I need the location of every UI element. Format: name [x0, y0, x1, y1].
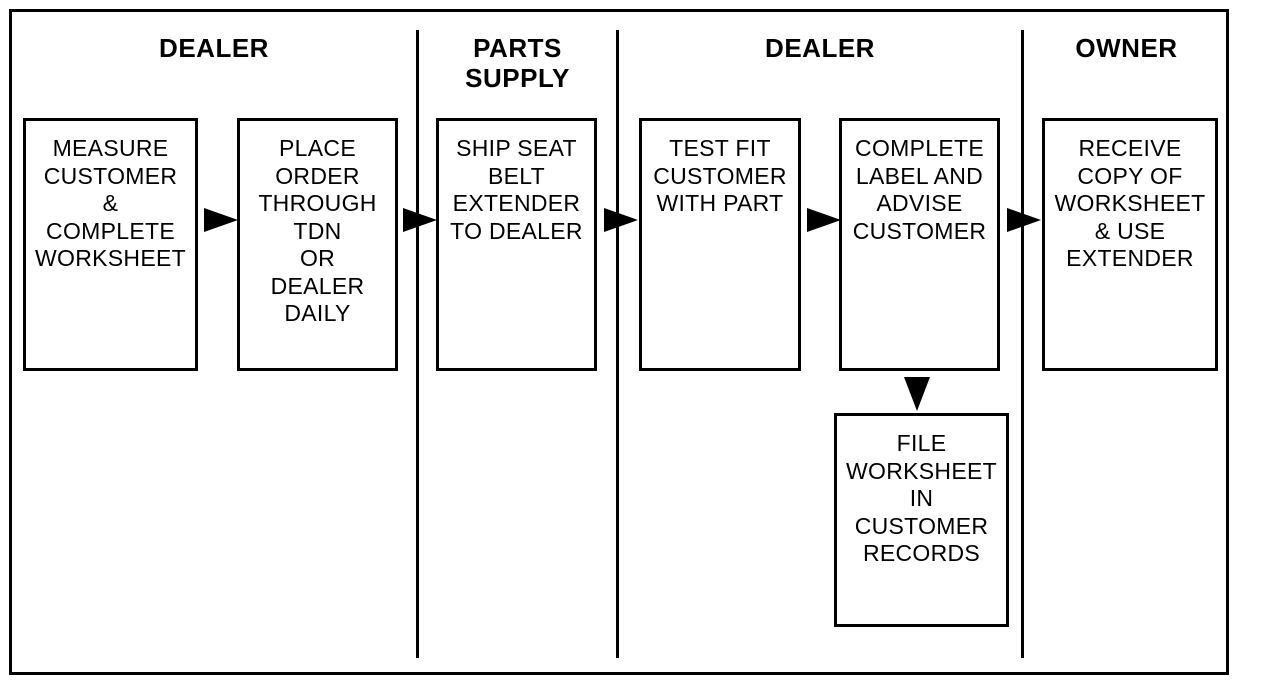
- step-text-line: BELT: [487, 162, 545, 189]
- step-text-line: CUSTOMER: [854, 512, 989, 539]
- step-text-line: WORKSHEET: [846, 457, 997, 484]
- lane-header-owner: OWNER: [1075, 33, 1178, 63]
- step-text-line: WORKSHEET: [35, 245, 186, 271]
- step-text-line: COMPLETE: [46, 217, 175, 244]
- lane-header-dealer-right: DEALER: [765, 33, 875, 63]
- step-text-line: PLACE: [279, 135, 356, 161]
- step-text-line: TEST FIT: [669, 135, 771, 161]
- step-text-line: &: [102, 190, 119, 216]
- diagram-frame: [9, 9, 1229, 675]
- arrow-down-icon: [904, 377, 930, 411]
- step-complete-label: COMPLETE LABEL AND ADVISE CUSTOMER: [839, 118, 1000, 371]
- step-text-line: WITH PART: [656, 190, 784, 216]
- step-text-line: EXTENDER: [1066, 245, 1194, 271]
- arrow-right-icon: [807, 208, 841, 232]
- step-text-line: RECORDS: [862, 540, 981, 566]
- step-text-line: CUSTOMER: [43, 162, 178, 189]
- step-text-line: MEASURE: [52, 135, 169, 161]
- step-measure-customer: MEASURE CUSTOMER & COMPLETE WORKSHEET: [23, 118, 198, 371]
- lane-divider-1: [416, 30, 419, 658]
- lane-divider-2: [616, 30, 619, 658]
- step-text-line: DEALER: [270, 272, 365, 299]
- lane-divider-3: [1021, 30, 1024, 658]
- step-text-line: TDN: [293, 217, 342, 244]
- step-place-order: PLACE ORDER THROUGH TDN OR DEALER DAILY: [237, 118, 398, 371]
- arrow-right-icon: [1007, 208, 1041, 232]
- step-ship-seat-belt-extender: SHIP SEAT BELT EXTENDER TO DEALER: [436, 118, 597, 371]
- step-test-fit: TEST FIT CUSTOMER WITH PART: [639, 118, 801, 371]
- step-text-line: WORKSHEET: [1054, 190, 1206, 216]
- step-file-worksheet: FILE WORKSHEET IN CUSTOMER RECORDS: [834, 413, 1009, 627]
- arrow-right-icon: [204, 208, 238, 232]
- lane-header-parts-supply-line-1: PARTS: [473, 33, 562, 63]
- step-text-line: EXTENDER: [452, 190, 581, 216]
- step-text-line: COMPLETE: [855, 135, 984, 161]
- lane-header-dealer-left: DEALER: [159, 33, 269, 63]
- step-text-line: CUSTOMER: [653, 162, 787, 189]
- step-text-line: OR: [299, 245, 336, 271]
- step-text-line: ORDER: [275, 162, 360, 189]
- step-text-line: FILE: [896, 430, 947, 456]
- step-text-line: & USE: [1094, 217, 1166, 244]
- step-text-line: LABEL AND: [855, 162, 984, 189]
- step-text-line: IN: [909, 485, 934, 511]
- lane-header-parts-supply: PARTS SUPPLY: [419, 33, 616, 93]
- step-receive-copy: RECEIVE COPY OF WORKSHEET & USE EXTENDER: [1042, 118, 1218, 371]
- arrow-right-icon: [604, 208, 638, 232]
- step-text-line: CUSTOMER: [852, 217, 987, 244]
- step-text-line: COPY OF: [1077, 162, 1183, 189]
- step-text-line: THROUGH: [258, 190, 377, 216]
- step-text-line: DAILY: [284, 300, 351, 326]
- step-text-line: ADVISE: [876, 190, 963, 216]
- step-text-line: SHIP SEAT: [456, 135, 577, 161]
- step-text-line: TO DEALER: [450, 217, 583, 244]
- arrow-right-icon: [403, 208, 437, 232]
- step-text-line: RECEIVE: [1078, 135, 1182, 161]
- lane-header-parts-supply-line-2: SUPPLY: [465, 63, 570, 93]
